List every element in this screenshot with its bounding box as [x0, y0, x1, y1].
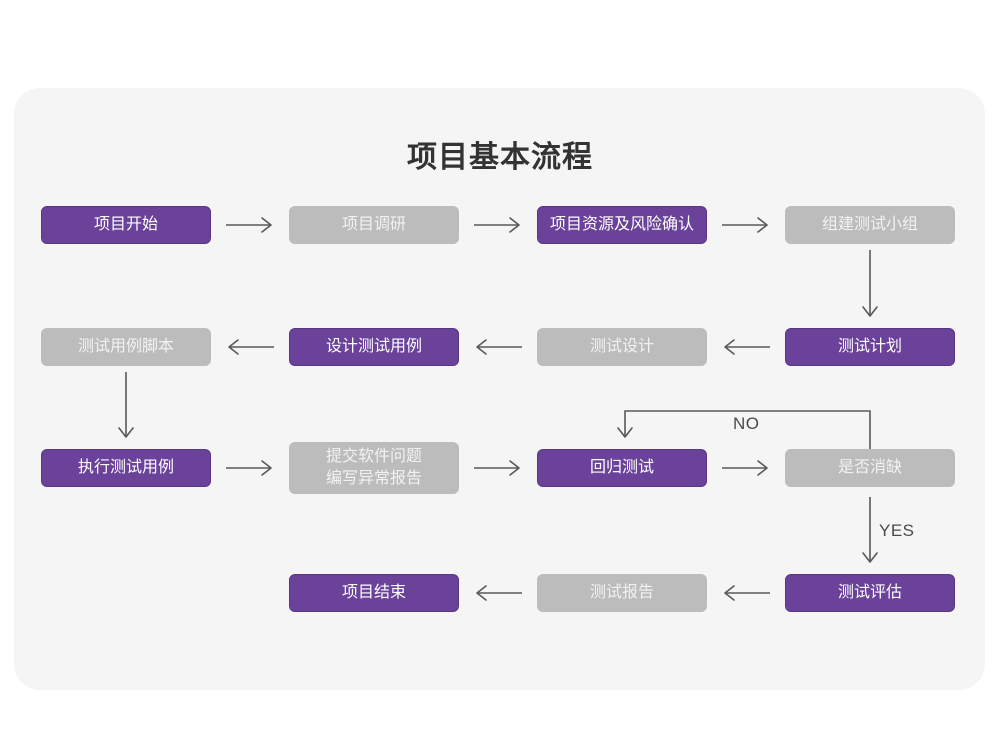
node-project-start[interactable]: 项目开始	[41, 206, 211, 244]
node-defect-cleared[interactable]: 是否消缺	[785, 449, 955, 487]
node-execute-test-cases[interactable]: 执行测试用例	[41, 449, 211, 487]
node-project-research[interactable]: 项目调研	[289, 206, 459, 244]
edge-label-no: NO	[733, 414, 760, 433]
node-test-design[interactable]: 测试设计	[537, 328, 707, 366]
node-form-test-team[interactable]: 组建测试小组	[785, 206, 955, 244]
node-submit-issues-report[interactable]: 提交软件问题 编写异常报告	[289, 442, 459, 494]
node-test-evaluation[interactable]: 测试评估	[785, 574, 955, 612]
node-test-plan[interactable]: 测试计划	[785, 328, 955, 366]
node-project-end[interactable]: 项目结束	[289, 574, 459, 612]
node-resource-risk-confirm[interactable]: 项目资源及风险确认	[537, 206, 707, 244]
node-test-report[interactable]: 测试报告	[537, 574, 707, 612]
node-design-test-cases[interactable]: 设计测试用例	[289, 328, 459, 366]
node-regression-test[interactable]: 回归测试	[537, 449, 707, 487]
page-title: 项目基本流程	[407, 141, 593, 174]
edge-label-yes: YES	[879, 521, 915, 540]
node-test-case-script[interactable]: 测试用例脚本	[41, 328, 211, 366]
